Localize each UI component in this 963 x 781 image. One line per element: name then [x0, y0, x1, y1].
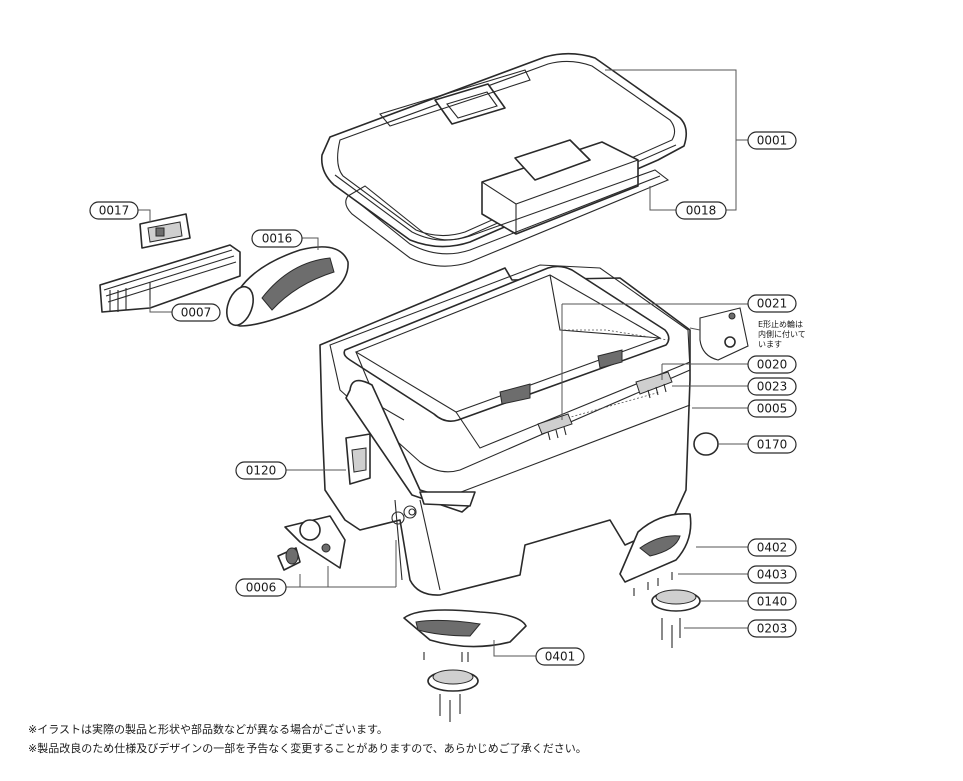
svg-text:0018: 0018 [686, 204, 717, 218]
sticker-part [693, 432, 719, 456]
svg-text:0402: 0402 [757, 541, 788, 555]
hinge-plate-left-part [537, 413, 573, 441]
part-label-0001: 0001 [747, 131, 797, 150]
svg-text:0006: 0006 [246, 581, 277, 595]
svg-text:0007: 0007 [181, 306, 212, 320]
handle-grip-part [226, 246, 349, 327]
lid-gasket-part [345, 169, 670, 267]
svg-text:0021: 0021 [757, 297, 788, 311]
svg-text:E形止め輪は: E形止め輪は [758, 319, 803, 329]
part-label-0120: 0120 [235, 461, 287, 480]
svg-text:内側に付いて: 内側に付いて [758, 329, 806, 339]
lid-part [320, 52, 688, 248]
part-label-0007: 0007 [171, 303, 221, 322]
svg-text:0401: 0401 [545, 650, 576, 664]
part-label-0005: 0005 [747, 399, 797, 418]
foot-left-part [403, 609, 527, 648]
leader-lines [138, 69, 748, 657]
caster-right-part [651, 589, 701, 612]
part-label-0020: 0020 [747, 355, 797, 374]
hinge-plate-right-part [635, 371, 673, 399]
cooler-body-part [319, 264, 691, 596]
part-label-0401: 0401 [535, 647, 585, 666]
part-label-0006: 0006 [235, 578, 287, 597]
svg-text:0203: 0203 [757, 622, 788, 636]
inset-detail [689, 307, 749, 361]
part-label-0017: 0017 [89, 201, 139, 220]
part-label-0021: 0021 [747, 294, 797, 313]
svg-text:います: います [758, 340, 782, 349]
svg-text:0017: 0017 [99, 204, 130, 218]
part-label-0023: 0023 [747, 377, 797, 396]
footnote-spec-change-disclaimer: ※製品改良のため仕様及びデザインの一部を予告なく変更することがありますので、あら… [28, 742, 587, 755]
part-label-0018: 0018 [675, 201, 727, 220]
svg-text:0005: 0005 [757, 402, 788, 416]
caster-left-part [423, 652, 479, 722]
inset-note: E形止め輪は 内側に付いて います [758, 319, 806, 349]
svg-text:0120: 0120 [246, 464, 277, 478]
part-label-0016: 0016 [251, 229, 303, 248]
card-holder-part [139, 213, 191, 249]
svg-text:0170: 0170 [757, 438, 788, 452]
part-label-0402: 0402 [747, 538, 797, 557]
bolts-0203-part [661, 618, 681, 648]
footnote-illustration-disclaimer: ※イラストは実際の製品と形状や部品数などが異なる場合がございます。 [28, 723, 388, 736]
screws-0403-part [633, 572, 673, 596]
svg-text:0016: 0016 [262, 232, 293, 246]
drain-plug-part [277, 515, 346, 571]
part-label-0403: 0403 [747, 565, 797, 584]
svg-text:0140: 0140 [757, 595, 788, 609]
svg-text:0020: 0020 [757, 358, 788, 372]
svg-text:0001: 0001 [757, 134, 788, 148]
svg-text:0403: 0403 [757, 568, 788, 582]
sheet-stack-part [99, 244, 241, 313]
part-label-0203: 0203 [747, 619, 797, 638]
foot-right-part [619, 513, 692, 583]
part-label-0170: 0170 [747, 435, 797, 454]
svg-text:0023: 0023 [757, 380, 788, 394]
part-label-0140: 0140 [747, 592, 797, 611]
